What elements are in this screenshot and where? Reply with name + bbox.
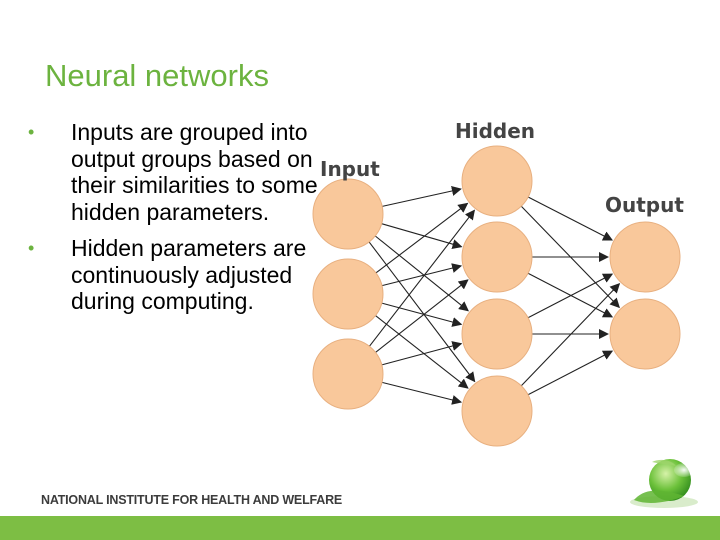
network-edge [381,263,463,287]
node-group [312,145,681,447]
bullet-dot: • [28,238,35,258]
input-node [312,338,384,410]
hidden-node [461,221,533,293]
layer-label-hidden: Hidden [455,119,535,143]
bullet-text: Inputs are grouped into output groups ba… [71,119,318,225]
green-leaf-sphere-icon [630,459,698,508]
bottom-bar [0,516,720,540]
bullet-list: • Inputs are grouped into output groups … [28,119,328,325]
network-edge [375,202,469,274]
network-edge [527,196,613,241]
network-edge [527,273,614,319]
network-edge [375,279,469,353]
bullet-dot: • [28,122,35,142]
input-node [312,178,384,250]
hidden-node [461,375,533,447]
organization-name: NATIONAL INSTITUTE FOR HEALTH AND WELFAR… [41,493,343,507]
neural-network-diagram: Input Hidden Output [312,119,684,447]
network-edge [381,223,463,250]
network-edge [527,272,614,318]
layer-label-output: Output [605,193,684,217]
network-edge [381,341,463,366]
layer-label-input: Input [320,157,380,181]
bullet-text: Hidden parameters are continuously adjus… [71,235,307,314]
network-edge [520,282,621,387]
output-node [609,221,681,293]
hidden-node [461,298,533,370]
network-edge [368,241,476,383]
bullet-item: • Inputs are grouped into output groups … [28,119,328,225]
network-edge [375,315,469,389]
output-node [609,298,681,370]
network-edge [368,209,476,347]
edge-group [368,186,621,405]
hidden-node [461,145,533,217]
slide-title: Neural networks [45,58,269,93]
input-node [312,258,384,330]
bullet-item: • Hidden parameters are continuously adj… [28,235,328,315]
network-edge [381,302,463,327]
network-edge [527,350,614,396]
network-edge [381,381,463,405]
network-edge [382,186,462,207]
network-edge [374,235,469,312]
